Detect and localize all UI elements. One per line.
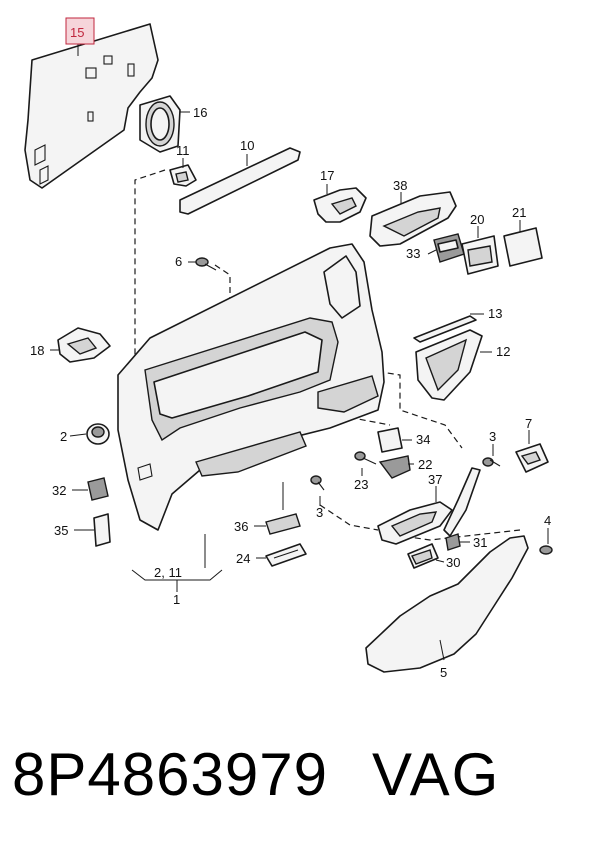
callout-7: 7 <box>525 416 532 431</box>
footer: 8P4863979 VAG <box>0 740 600 840</box>
part-16-speaker-ring <box>139 95 181 153</box>
callout-5: 5 <box>440 665 447 680</box>
part-22-clip <box>378 455 411 479</box>
part-24-pad <box>265 543 307 567</box>
callout-37: 37 <box>428 472 442 487</box>
callout-17: 17 <box>320 168 334 183</box>
callouts: 15 16 11 10 17 38 20 21 33 6 13 12 18 2 … <box>30 17 551 680</box>
part-18-lock-bracket <box>57 327 111 363</box>
callout-10: 10 <box>240 138 254 153</box>
callout-1: 1 <box>173 592 180 607</box>
callout-21: 21 <box>512 205 526 220</box>
callout-23: 23 <box>354 477 368 492</box>
part-12-pocket <box>415 329 483 401</box>
callout-16: 16 <box>193 105 207 120</box>
callout-11: 11 <box>176 143 190 158</box>
part-6-screw <box>195 257 217 271</box>
part-20-cover <box>461 235 499 275</box>
part-33-switch <box>433 233 465 263</box>
part-36-pad <box>265 513 301 535</box>
callout-20: 20 <box>470 212 484 227</box>
part-5-armrest <box>365 467 529 673</box>
part-38-handle-housing <box>369 191 457 247</box>
callout-30: 30 <box>446 555 460 570</box>
callout-15-highlight <box>65 17 95 45</box>
callout-35: 35 <box>54 523 68 538</box>
part-30-switch-block <box>407 543 439 569</box>
part-17-handle-bracket <box>313 187 367 223</box>
part-number: 8P4863979 <box>12 741 328 808</box>
leader-lines <box>50 44 549 661</box>
callout-3-upper: 3 <box>489 429 496 444</box>
callout-6: 6 <box>175 254 182 269</box>
part-4-screw <box>539 545 553 555</box>
part-15-insulation-sheet <box>24 23 159 189</box>
part-34-clip <box>377 427 403 453</box>
part-3-screw-lower <box>310 475 325 491</box>
part-11-bracket <box>169 164 197 187</box>
part-35-clip <box>93 513 111 547</box>
part-3-screw-upper <box>482 457 501 467</box>
brand-label: VAG <box>372 741 501 808</box>
part-10-trim-strip <box>179 147 301 215</box>
callout-2-11: 2, 11 <box>154 565 182 580</box>
callout-33: 33 <box>406 246 420 261</box>
part-31-switch <box>445 533 461 551</box>
exploded-parts-diagram: 15 16 11 10 17 38 20 21 33 6 13 12 18 2 … <box>24 17 553 680</box>
callout-4: 4 <box>544 513 551 528</box>
callout-3-lower: 3 <box>316 505 323 520</box>
callout-36: 36 <box>234 519 248 534</box>
callout-2: 2 <box>60 429 67 444</box>
part-21-cover <box>503 227 543 267</box>
callout-12: 12 <box>496 344 510 359</box>
callout-38: 38 <box>393 178 407 193</box>
callout-34: 34 <box>416 432 430 447</box>
callout-31: 31 <box>473 535 487 550</box>
callout-18: 18 <box>30 343 44 358</box>
part-37-switch-panel <box>377 501 453 545</box>
part-7-bracket <box>515 443 549 473</box>
part-32-clip <box>87 477 109 501</box>
part-1-door-trim-panel <box>117 243 385 531</box>
part-13-trim <box>413 315 477 343</box>
callout-24: 24 <box>236 551 250 566</box>
part-23-screw <box>354 451 377 465</box>
callout-13: 13 <box>488 306 502 321</box>
callout-32: 32 <box>52 483 66 498</box>
callout-15: 15 <box>70 25 84 40</box>
callout-22: 22 <box>418 457 432 472</box>
part-2-clip <box>86 423 110 445</box>
